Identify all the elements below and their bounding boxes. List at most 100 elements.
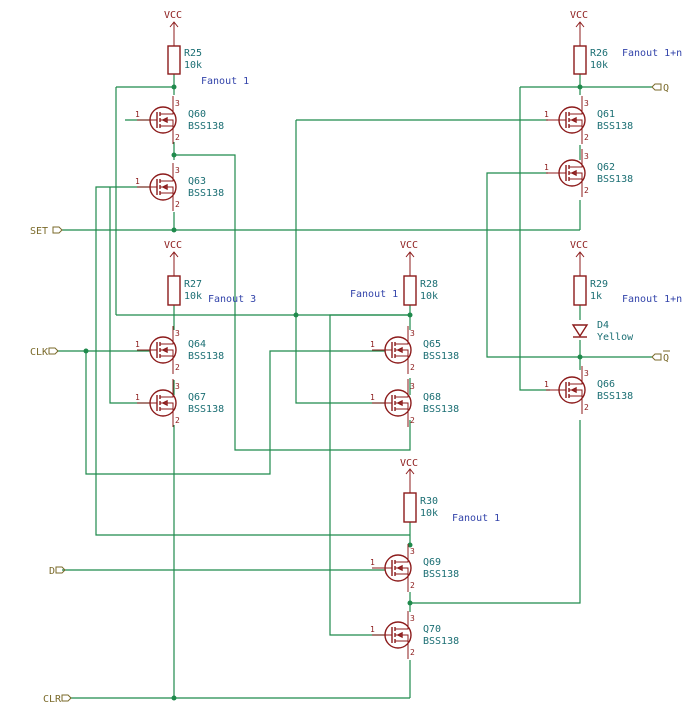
vcc-r25: VCC xyxy=(164,10,182,46)
pin-number-gate: 1 xyxy=(370,340,375,349)
pin-number-drain: 3 xyxy=(584,369,589,378)
transistor-ref: Q66 xyxy=(597,379,615,390)
svg-text:VCC: VCC xyxy=(570,10,588,21)
resistor-r28: R28 10k xyxy=(403,275,438,306)
pin-number-source: 2 xyxy=(584,403,589,412)
transistor-ref: Q61 xyxy=(597,109,615,120)
pin-number-gate: 1 xyxy=(544,110,549,119)
transistor-value: BSS138 xyxy=(597,121,633,132)
pin-number-source: 2 xyxy=(410,416,415,425)
note-fanout-q61: Fanout 1+n xyxy=(622,48,682,59)
resistor-r25: R25 10k xyxy=(167,45,202,75)
pin-number-drain: 3 xyxy=(584,99,589,108)
transistor-value: BSS138 xyxy=(423,404,459,415)
junctions xyxy=(83,84,583,701)
vcc-r29: VCC xyxy=(570,240,588,276)
pin-number-source: 2 xyxy=(410,581,415,590)
transistor-ref: Q69 xyxy=(423,557,441,568)
svg-text:VCC: VCC xyxy=(164,240,182,251)
port-qbar: Q xyxy=(651,350,670,364)
svg-text:CLK: CLK xyxy=(30,347,48,358)
port-set: SET xyxy=(30,226,63,237)
pin-number-gate: 1 xyxy=(370,625,375,634)
vcc-r27: VCC xyxy=(164,240,182,276)
pin-number-gate: 1 xyxy=(370,558,375,567)
svg-text:VCC: VCC xyxy=(400,240,418,251)
transistor-value: BSS138 xyxy=(188,188,224,199)
svg-text:10k: 10k xyxy=(184,60,202,71)
port-clr: CLR xyxy=(43,694,72,705)
svg-text:VCC: VCC xyxy=(164,10,182,21)
vcc-r26: VCC xyxy=(570,10,588,46)
pin-number-drain: 3 xyxy=(410,547,415,556)
svg-text:R28: R28 xyxy=(420,279,438,290)
transistor-value: BSS138 xyxy=(188,121,224,132)
svg-text:CLR: CLR xyxy=(43,694,62,705)
transistor-ref: Q64 xyxy=(188,339,206,350)
pin-number-gate: 1 xyxy=(135,393,140,402)
svg-text:R29: R29 xyxy=(590,279,608,290)
transistor-value: BSS138 xyxy=(423,569,459,580)
svg-text:10k: 10k xyxy=(420,508,438,519)
pin-number-gate: 1 xyxy=(135,177,140,186)
transistor-value: BSS138 xyxy=(597,174,633,185)
transistor-value: BSS138 xyxy=(597,391,633,402)
svg-text:SET: SET xyxy=(30,226,48,237)
svg-text:R27: R27 xyxy=(184,279,202,290)
pin-number-gate: 1 xyxy=(135,340,140,349)
transistor-value: BSS138 xyxy=(188,404,224,415)
pin-number-source: 2 xyxy=(175,416,180,425)
pin-number-source: 2 xyxy=(175,133,180,142)
resistor-r30: R30 10k xyxy=(403,492,438,523)
svg-text:D: D xyxy=(49,566,55,577)
notes: Fanout 1 Fanout 1+n Fanout 3 Fanout 1 Fa… xyxy=(201,48,682,524)
svg-text:10k: 10k xyxy=(590,60,608,71)
pin-number-drain: 3 xyxy=(410,382,415,391)
port-clk: CLK xyxy=(30,347,59,358)
transistor-ref: Q68 xyxy=(423,392,441,403)
transistor-ref: Q62 xyxy=(597,162,615,173)
pin-number-gate: 1 xyxy=(135,110,140,119)
pin-number-source: 2 xyxy=(584,133,589,142)
svg-text:Q: Q xyxy=(663,83,669,94)
svg-text:VCC: VCC xyxy=(570,240,588,251)
resistor-r26: R26 10k xyxy=(573,45,608,75)
note-fanout-q65: Fanout 1 xyxy=(350,289,398,300)
svg-text:Yellow: Yellow xyxy=(597,332,634,343)
transistor-value: BSS138 xyxy=(188,351,224,362)
port-d: D xyxy=(49,566,66,577)
pin-number-drain: 3 xyxy=(175,166,180,175)
transistor-ref: Q67 xyxy=(188,392,206,403)
pin-number-source: 2 xyxy=(410,648,415,657)
resistor-r29: R29 1k xyxy=(573,275,608,306)
pin-number-source: 2 xyxy=(584,186,589,195)
transistor-ref: Q65 xyxy=(423,339,441,350)
led-d4: D4 Yellow xyxy=(571,320,634,343)
pin-number-source: 2 xyxy=(410,363,415,372)
transistor-ref: Q70 xyxy=(423,624,441,635)
transistor-value: BSS138 xyxy=(423,351,459,362)
svg-text:Q: Q xyxy=(663,353,669,364)
note-fanout-q64: Fanout 3 xyxy=(208,294,256,305)
pin-number-drain: 3 xyxy=(584,152,589,161)
pin-number-source: 2 xyxy=(175,363,180,372)
svg-text:R25: R25 xyxy=(184,48,202,59)
port-q: Q xyxy=(651,83,669,94)
transistor-ref: Q60 xyxy=(188,109,206,120)
transistor-value: BSS138 xyxy=(423,636,459,647)
svg-text:D4: D4 xyxy=(597,320,609,331)
note-fanout-q66: Fanout 1+n xyxy=(622,294,682,305)
vcc-r28: VCC xyxy=(400,240,418,276)
transistors: 132Q60BSS138132Q63BSS138132Q61BSS138132Q… xyxy=(135,96,633,659)
note-fanout-q69: Fanout 1 xyxy=(452,513,500,524)
